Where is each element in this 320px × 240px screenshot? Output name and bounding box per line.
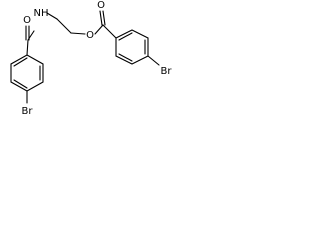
atom-label-amide-oxygen: O	[23, 15, 31, 26]
atom-label-amide-nitrogen: NH	[34, 8, 49, 19]
bond-o-c-ester	[94, 24, 104, 35]
bond-c-n	[27, 30, 35, 41]
atom-label-carbonyl-oxygen: O	[97, 0, 105, 11]
bond-ch2-ch2	[56, 18, 72, 34]
chemical-structure: O NH O O Br Br	[10, 0, 173, 117]
right-fragment	[94, 10, 160, 66]
benzene-ring-right	[115, 29, 149, 65]
atom-label-bromine-right: Br	[161, 66, 173, 77]
bond-n-ch2	[46, 12, 58, 20]
ring-left-inner-3	[13, 57, 28, 67]
atom-label-ester-oxygen: O	[86, 30, 94, 41]
ring-left-inner-2	[13, 79, 28, 89]
left-fragment	[10, 25, 44, 104]
bond-co-ester-2	[102, 10, 106, 26]
bond-c-ring-right	[102, 24, 117, 39]
atom-label-bromine-left: Br	[22, 106, 34, 117]
bond-ring-br-right	[147, 55, 160, 66]
ring-right-inner-3	[118, 53, 133, 62]
bond-co-ester-1	[99, 10, 103, 26]
linker	[46, 12, 86, 35]
benzene-ring-left	[10, 54, 44, 92]
ring-right-inner-1	[118, 32, 133, 41]
bond-c-ring-left	[26, 39, 29, 56]
bond-ch2-o	[70, 32, 86, 35]
